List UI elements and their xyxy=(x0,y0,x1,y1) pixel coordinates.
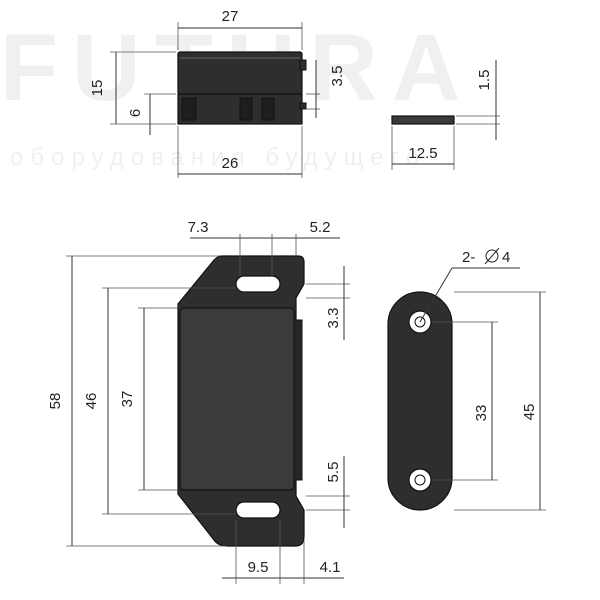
bottom-slot xyxy=(235,501,281,519)
dim-label-12-5: 12.5 xyxy=(408,145,437,162)
top-view-tab-top xyxy=(299,59,307,71)
dim-label-45: 45 xyxy=(521,404,538,421)
top-view-base-notch-mid xyxy=(239,97,253,121)
plate-front-body xyxy=(387,291,453,511)
dim-label-5-5: 5.5 xyxy=(325,462,342,483)
dim-label-3-5: 3.5 xyxy=(329,66,346,87)
plate-front-view: 2- 4 33 45 xyxy=(387,247,546,511)
watermark-tagline: оборудования будущего xyxy=(10,144,426,171)
dim-label-26: 26 xyxy=(222,155,239,172)
dim-label-1-5: 1.5 xyxy=(476,70,493,91)
dim-label-27: 27 xyxy=(222,8,239,25)
top-view-base-notch-right xyxy=(261,97,275,121)
dim-label-5-2: 5.2 xyxy=(310,219,331,236)
diameter-icon xyxy=(484,247,500,265)
top-view: 27 15 6 3.5 26 xyxy=(89,8,346,178)
top-view-base-notch-left xyxy=(181,97,197,121)
dim-label-diameter: 4 xyxy=(502,249,510,266)
dim-label-9-5: 9.5 xyxy=(248,559,269,576)
front-view: 7.3 5.2 58 46 37 3.3 5.5 9.5 4.1 xyxy=(47,219,350,584)
dim-label-6: 6 xyxy=(127,109,144,117)
dim-label-58: 58 xyxy=(47,393,64,410)
dim-label-33: 33 xyxy=(473,405,490,422)
front-view-body xyxy=(179,307,295,491)
dim-label-4-1: 4.1 xyxy=(320,559,341,576)
dim-label-3-3: 3.3 xyxy=(325,308,342,329)
leader-line xyxy=(419,267,453,323)
dim-label-46: 46 xyxy=(83,393,100,410)
top-view-tab-bottom xyxy=(299,102,307,110)
plate-hole-bottom xyxy=(408,468,432,492)
front-view-side xyxy=(293,319,303,481)
dim-label-7-3: 7.3 xyxy=(188,219,209,236)
dim-label-37: 37 xyxy=(119,391,136,408)
top-slot-end xyxy=(246,280,254,288)
dim-label-holes: 2- xyxy=(462,249,475,266)
top-slot xyxy=(235,275,281,293)
plate-side-view: 1.5 12.5 xyxy=(391,60,500,170)
plate-side-body xyxy=(391,115,455,125)
dim-label-15: 15 xyxy=(89,80,106,97)
